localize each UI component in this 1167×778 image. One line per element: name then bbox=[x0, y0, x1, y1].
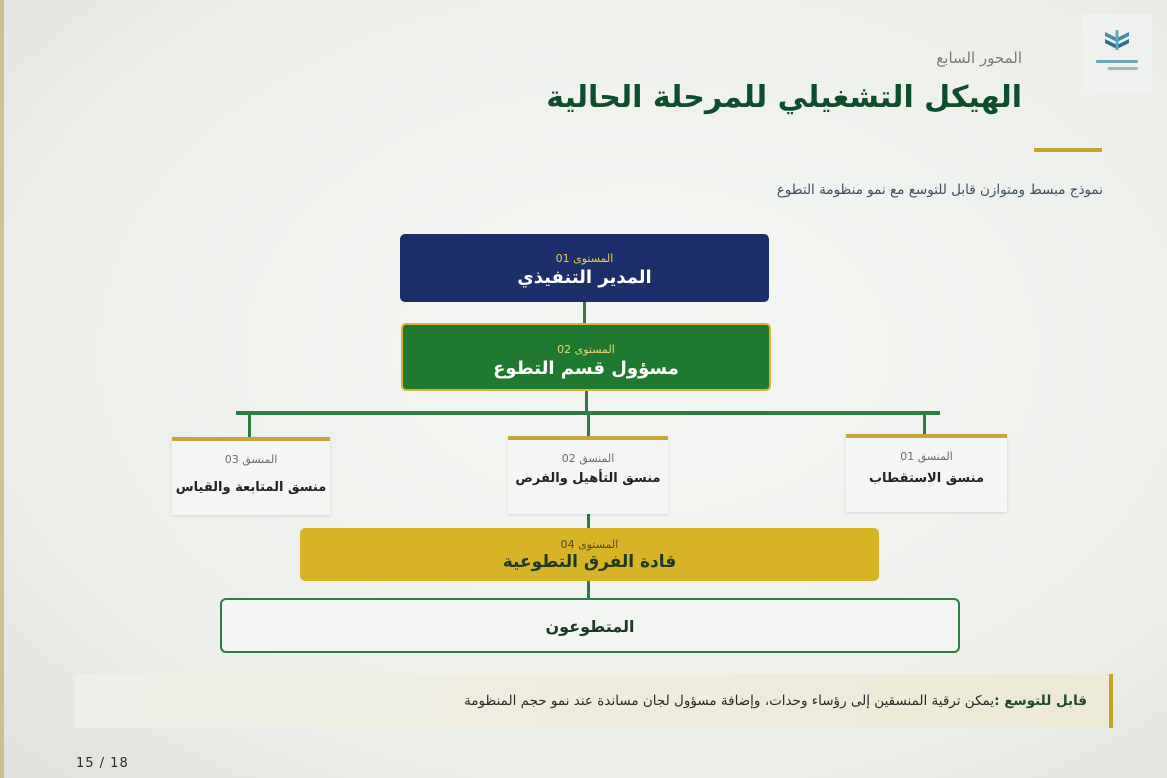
coordinator-tag: المنسق 02 bbox=[561, 452, 615, 465]
level-04-box: المستوى 04 قادة الفرق التطوعية bbox=[300, 528, 879, 581]
coordinator-01-box: المنسق 01 منسق الاستقطاب bbox=[846, 434, 1007, 512]
level-tag: المستوى 02 bbox=[557, 343, 615, 356]
page-number: 15 / 18 bbox=[76, 756, 129, 771]
page-title: الهيكل التشغيلي للمرحلة الحالية bbox=[546, 80, 1022, 115]
coordinator-name: منسق الاستقطاب bbox=[868, 471, 985, 486]
level-tag: المستوى 01 bbox=[555, 252, 614, 265]
logo-wordmark bbox=[1096, 60, 1138, 63]
section-kicker: المحور السابع bbox=[936, 49, 1022, 67]
level-name: قادة الفرق التطوعية bbox=[502, 552, 677, 572]
coordinator-name: منسق المتابعة والقياس bbox=[175, 480, 327, 495]
logo-panel bbox=[1082, 14, 1152, 94]
level-tag: المستوى 04 bbox=[560, 538, 619, 551]
connector-l1-l2 bbox=[583, 302, 586, 323]
slide-edge bbox=[0, 0, 4, 778]
expansion-note-label: قابل للتوسع : bbox=[994, 693, 1087, 709]
connector-bus-c1 bbox=[923, 413, 926, 434]
coordinator-tag: المنسق 03 bbox=[224, 453, 278, 466]
coordinator-02-box: المنسق 02 منسق التأهيل والفرص bbox=[508, 436, 668, 514]
connector-bus-c3 bbox=[248, 413, 251, 437]
level-name: المدير التنفيذي bbox=[517, 267, 652, 288]
volunteers-box: المتطوعون bbox=[220, 598, 960, 653]
expansion-note: قابل للتوسع :يمكن ترقية المنسقين إلى رؤس… bbox=[75, 674, 1113, 728]
connector-c2-l4 bbox=[587, 510, 590, 528]
title-underline bbox=[1034, 148, 1102, 152]
volunteers-label: المتطوعون bbox=[545, 617, 635, 636]
connector-l2-bus bbox=[585, 391, 588, 413]
expansion-note-text: قابل للتوسع :يمكن ترقية المنسقين إلى رؤس… bbox=[464, 693, 1087, 709]
page-subtitle: نموذج مبسط ومتوازن قابل للتوسع مع نمو من… bbox=[776, 182, 1103, 198]
coordinator-tag: المنسق 01 bbox=[900, 450, 953, 463]
logo-icon bbox=[1105, 30, 1129, 50]
coordinator-name: منسق التأهيل والفرص bbox=[515, 471, 661, 486]
expansion-note-body: يمكن ترقية المنسقين إلى رؤساء وحدات، وإض… bbox=[464, 693, 995, 709]
level-01-box: المستوى 01 المدير التنفيذي bbox=[400, 234, 769, 302]
connector-l4-volunteers bbox=[587, 581, 590, 598]
level-name: مسؤول قسم التطوع bbox=[493, 358, 679, 379]
coordinator-03-box: المنسق 03 منسق المتابعة والقياس bbox=[172, 437, 330, 515]
level-02-box: المستوى 02 مسؤول قسم التطوع bbox=[401, 323, 771, 391]
logo-wordmark-sub bbox=[1108, 67, 1138, 70]
connector-bus-c2 bbox=[587, 413, 590, 436]
